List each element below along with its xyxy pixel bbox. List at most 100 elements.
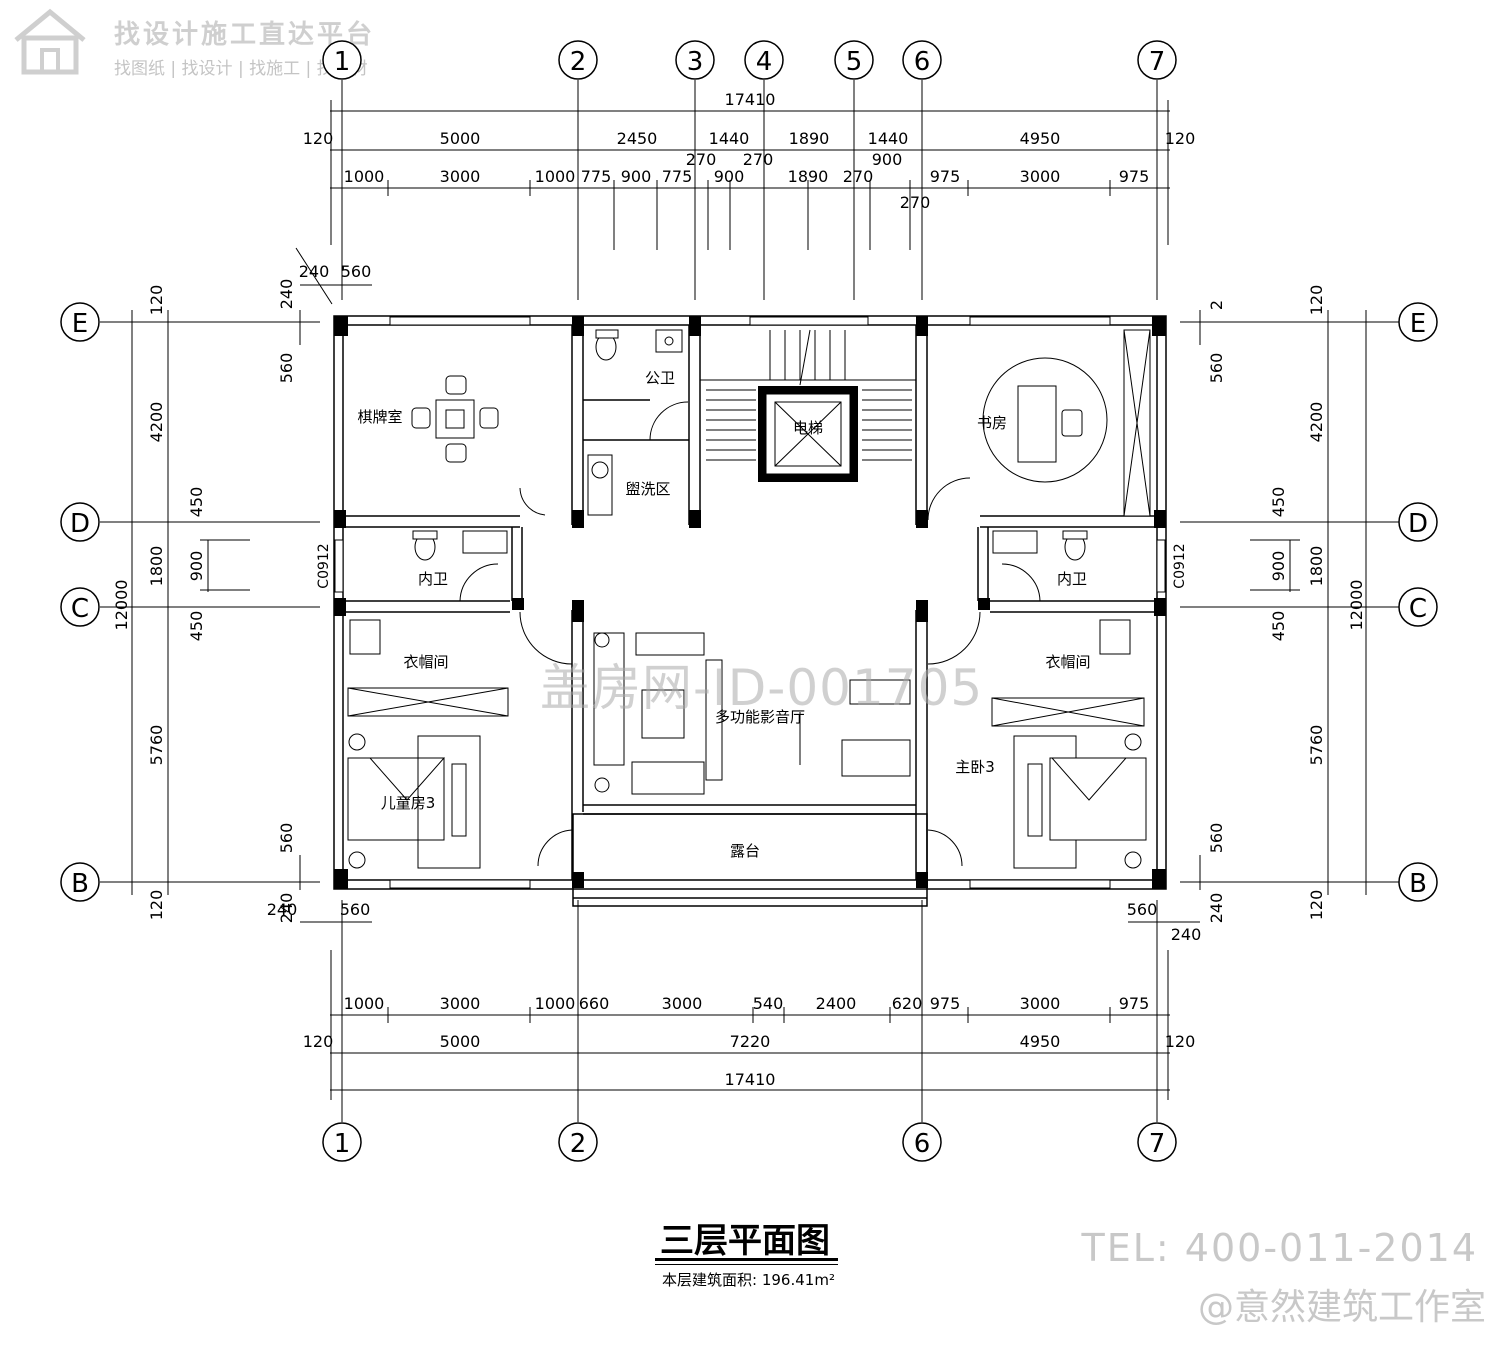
dim-bottom-mid-5: 120 [1165, 1032, 1196, 1051]
svg-text:3: 3 [687, 47, 704, 77]
dim-left-7: 900 [187, 551, 206, 582]
room-elevator: 电梯 [793, 419, 823, 437]
dim-top-detail-3: 1000 [535, 167, 576, 186]
studio-watermark: @意然建筑工作室 [1197, 1287, 1486, 1328]
dim-right-12: 120 [1307, 890, 1326, 921]
dim-left-12: 120 [147, 890, 166, 921]
svg-text:D: D [70, 509, 90, 539]
dim-top-detail-8: 1890 [788, 167, 829, 186]
center-watermark: 盖房网-ID-001705 [540, 659, 984, 717]
room-master-bedroom: 主卧3 [955, 758, 995, 776]
dim-bottom-detail-10: 3000 [1020, 994, 1061, 1013]
dim-top-small-1: 270 [686, 150, 717, 169]
dim-top-small-2: 270 [743, 150, 774, 169]
svg-text:C: C [1409, 594, 1427, 624]
room-public-wc: 公卫 [645, 369, 675, 387]
dim-left-5: 450 [187, 487, 206, 518]
svg-text:1: 1 [334, 1129, 351, 1159]
public-wc-fixtures [519, 329, 689, 516]
dim-right-4: 4200 [1307, 402, 1326, 443]
dim-bottom-detail-5: 3000 [662, 994, 703, 1013]
dim-right-8: 450 [1269, 611, 1288, 642]
dim-top-mid-8: 120 [1165, 129, 1196, 148]
room-inner-wc-left: 内卫 [418, 570, 448, 588]
dim-bottom-corner-left-2: 560 [340, 900, 371, 919]
dim-bottom-mid-1: 120 [303, 1032, 334, 1051]
dim-top-corner-1: 240 [299, 262, 330, 281]
axis-bubble-right-E: E [1398, 302, 1438, 342]
svg-text:1: 1 [334, 47, 351, 77]
top-dimensions [330, 100, 1170, 250]
dim-top-mid-2: 5000 [440, 129, 481, 148]
room-cloak-right: 衣帽间 [1045, 653, 1090, 671]
room-wash: 盥洗区 [625, 480, 670, 498]
axis-bubble-top-6: 6 [902, 40, 942, 80]
dim-bottom-total: 17410 [725, 1070, 776, 1089]
dim-top-mid-3: 2450 [617, 129, 658, 148]
dim-right-3: 120 [1307, 285, 1326, 316]
axis-bubble-top-1: 1 [322, 40, 362, 80]
room-child-bedroom: 儿童房3 [381, 794, 436, 812]
columns [334, 316, 1166, 889]
room-theater: 多功能影音厅 [715, 708, 805, 726]
svg-text:D: D [1408, 509, 1428, 539]
wardrobes [347, 619, 1145, 727]
axis-bubble-top-4: 4 [744, 40, 784, 80]
dim-bottom-detail-9: 975 [930, 994, 961, 1013]
room-terrace: 露台 [730, 842, 760, 860]
dim-bottom-mid-4: 4950 [1020, 1032, 1061, 1051]
window-tag-right: C0912 [1172, 543, 1188, 588]
dim-top-small-3: 900 [872, 150, 903, 169]
tel-watermark: TEL: 400-011-2014 [1081, 1226, 1478, 1270]
svg-text:C: C [71, 594, 89, 624]
dim-left-2: 240 [277, 279, 296, 310]
axis-bubble-left-E: E [60, 302, 100, 342]
axis-bubble-left-D: D [60, 502, 100, 542]
beds [347, 733, 1147, 869]
dim-top-mid-1: 120 [303, 129, 334, 148]
window-tag-left: C0912 [316, 543, 332, 588]
svg-text:4: 4 [756, 47, 773, 77]
theater-furniture [593, 632, 911, 795]
axis-bubble-right-C: C [1398, 587, 1438, 627]
dim-bottom-corner-right-2: 240 [1171, 925, 1202, 944]
dim-bottom-detail-4: 660 [579, 994, 610, 1013]
svg-text:2: 2 [570, 1129, 587, 1159]
dim-bottom-detail-1: 1000 [344, 994, 385, 1013]
axis-bubble-top-5: 5 [834, 40, 874, 80]
svg-text:B: B [71, 869, 89, 899]
dim-top-mid-6: 1440 [868, 129, 909, 148]
svg-text:6: 6 [914, 1129, 931, 1159]
area-label: 本层建筑面积: [662, 1271, 758, 1289]
watermark-subtitle: 找图纸 | 找设计 | 找施工 | 找建材 [114, 59, 368, 79]
axis-bubble-bottom-1: 1 [322, 1122, 362, 1162]
area-value: 196.41m² [761, 1271, 835, 1289]
svg-text:B: B [1409, 869, 1427, 899]
dim-left-4: 4200 [147, 402, 166, 443]
dim-right-9: 12000 [1347, 580, 1366, 631]
chess-table [411, 375, 499, 463]
axis-grid [100, 80, 1400, 1122]
elevator-shaft [758, 386, 858, 482]
dim-top-corner-2: 560 [341, 262, 372, 281]
axis-bubble-left-C: C [60, 587, 100, 627]
study-furniture [982, 357, 1108, 483]
dim-left-10: 5760 [147, 725, 166, 766]
dim-bottom-detail-3: 1000 [535, 994, 576, 1013]
axis-bubble-bottom-7: 7 [1137, 1122, 1177, 1162]
room-study: 书房 [977, 414, 1007, 432]
room-chess: 棋牌室 [357, 408, 402, 426]
inner-wc-fixtures [412, 477, 1088, 665]
dim-top-mid-4: 1440 [709, 129, 750, 148]
axis-bubble-bottom-6: 6 [902, 1122, 942, 1162]
svg-text:6: 6 [914, 47, 931, 77]
svg-text:5: 5 [846, 47, 863, 77]
dim-top-detail-4: 775 [581, 167, 612, 186]
svg-text:2: 2 [570, 47, 587, 77]
left-dimensions [131, 310, 301, 895]
terrace-doors [537, 829, 963, 867]
area-caption: 本层建筑面积: 196.41m² [662, 1269, 835, 1290]
dim-left-13: 240 [277, 893, 296, 924]
dim-right-11: 560 [1207, 823, 1226, 854]
axis-bubble-top-2: 2 [558, 40, 598, 80]
